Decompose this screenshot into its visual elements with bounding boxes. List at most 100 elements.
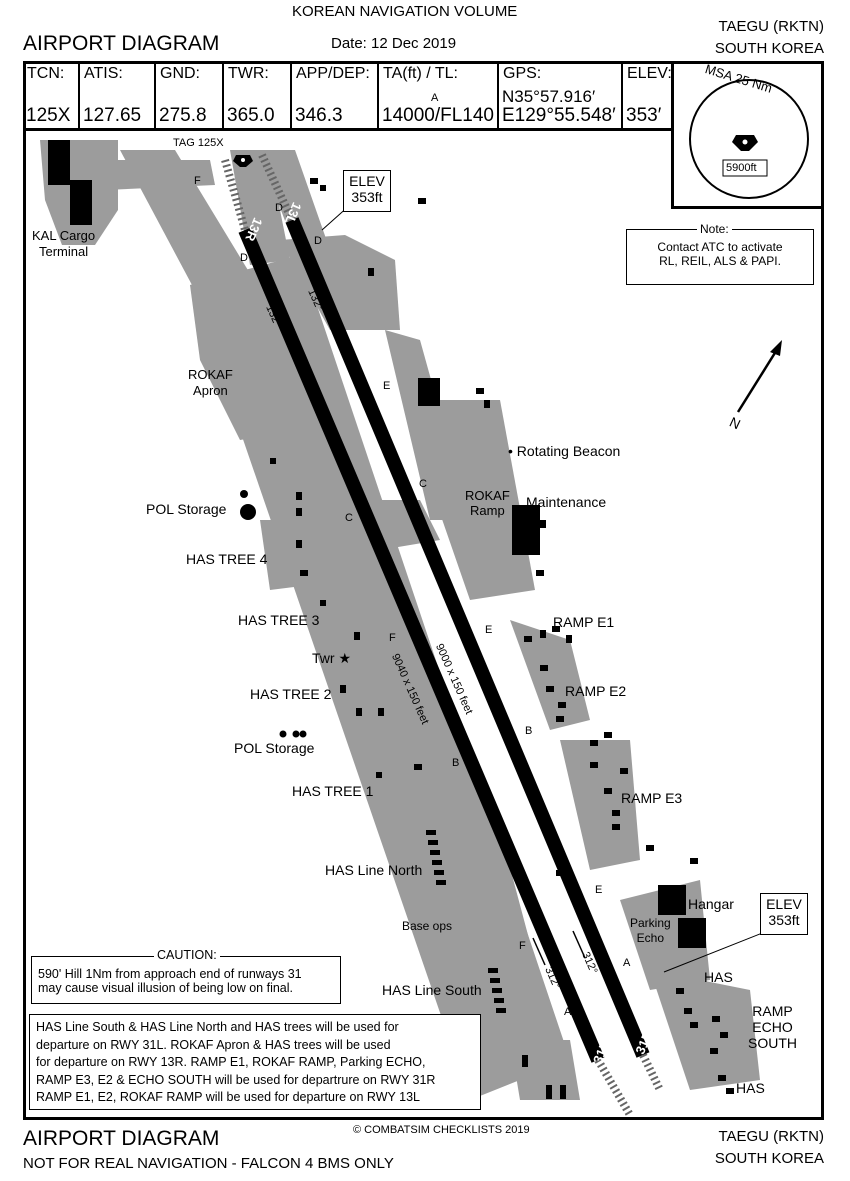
maintenance-label: Maintenance [526,494,607,510]
overrun-31l [594,1057,634,1118]
elev-label: ELEV [766,896,802,912]
label-line: Terminal [38,244,89,259]
volume-title: KOREAN NAVIGATION VOLUME [292,3,518,20]
freq-cell-tcn: TCN: 125X [23,61,80,128]
label-line: ROKAF [188,367,233,382]
taxiway-label: F [389,632,396,644]
ramp-e1-e2 [510,620,590,730]
note-title: Note: [697,222,732,236]
hangar-building [658,885,686,915]
freq-label: TA(ft) / TL: [383,65,458,82]
usage-line-2: departure on RWY 31L. ROKAF Apron & HAS … [36,1037,391,1052]
freq-value: 346.3 [295,105,343,126]
usage-line-4: RAMP E3, E2 & ECHO SOUTH will be used fo… [36,1072,436,1087]
south-end-apron [510,1040,580,1100]
rokaf-ramp-label: ROKAF Ramp [465,488,510,518]
caution-box: CAUTION: 590' Hill 1Nm from approach end… [31,948,341,1004]
hangar-building [418,378,440,406]
taxiway-label: C [419,478,427,490]
runway-13r-31l [238,227,605,1063]
taxiway-label: D [275,202,283,214]
parking-echo-label: Parking Echo [630,916,671,946]
north-arrow-icon [736,340,782,413]
taxiway-label: B [452,757,460,769]
freq-value: 14000/FL140 [382,105,494,126]
ramp-e1-label: RAMP E1 [553,614,615,630]
pavement [40,140,760,1100]
heading-arrows [280,299,586,966]
freq-value: 125X [26,105,71,126]
ramp-e3-label: RAMP E3 [621,790,683,806]
has-label: HAS [736,1080,765,1096]
freq-label: TCN: [27,65,65,82]
pol-tank [299,730,307,738]
usage-box: HAS Line South & HAS Line North and HAS … [29,1014,481,1110]
footer-title: AIRPORT DIAGRAM [23,1127,220,1150]
echo-south [650,970,760,1090]
freq-value: 275.8 [159,105,207,126]
elev-label: ELEV [349,173,385,189]
footer-country: SOUTH KOREA [714,1150,824,1167]
pol-tank [240,504,256,520]
label-line: SOUTH [748,1035,797,1051]
footer-disclaimer: NOT FOR REAL NAVIGATION - FALCON 4 BMS O… [23,1155,394,1172]
taxiway-b [360,760,480,820]
taxiway-label: A [564,1006,572,1018]
cargo-building [70,180,92,225]
freq-value: 365.0 [227,105,275,126]
freq-cell-gnd: GND: 275.8 [156,61,224,128]
maintenance-building [512,505,540,555]
footer-airport: TAEGU (RKTN) [718,1128,824,1145]
taxiway-label: D [314,235,322,247]
gps-lat: N35°57.916′ [502,87,596,106]
runway-13l-31r [285,217,650,1058]
freq-label: TWR: [228,65,269,82]
has-label: HAS [704,969,733,985]
has-shelters [270,178,734,1099]
usage-line-5: RAMP E1, E2, ROKAF RAMP will be used for… [36,1090,420,1104]
label-line: RAMP [752,1003,793,1019]
page-title: AIRPORT DIAGRAM [23,32,220,55]
caution-line-2: may cause visual illusion of being low o… [38,981,293,995]
tacan-label: TAG 125X [173,137,224,149]
caution-line-1: 590' Hill 1Nm from approach end of runwa… [38,967,302,981]
pol-storage-label: POL Storage [234,740,315,756]
usage-line-3: for departure on RWY 13R. RAMP E1, ROKAF… [36,1055,426,1069]
ta-sub: A [431,92,439,104]
pol-tank [240,490,248,498]
taxiway-label: E [595,884,603,896]
elev-box: ELEV 353ft [760,893,808,935]
cargo-connector [95,160,215,190]
label-line: Echo [636,931,665,945]
has-tree-2-label: HAS TREE 2 [250,686,332,702]
msa-circle [689,79,809,199]
rokaf-apron-label: ROKAF Apron [188,367,233,399]
caution-title: CAUTION: [154,948,220,962]
taxiway-label: F [519,940,526,952]
overrun-13l [258,153,296,222]
airport-name: TAEGU (RKTN) [718,18,824,35]
rotating-beacon-label: • Rotating Beacon [508,443,621,459]
overrun-31r [639,1053,664,1092]
tower-label: Twr ★ [312,650,351,666]
note-line-2: RL, REIL, ALS & PAPI. [659,254,781,268]
rokaf-ramp [425,400,535,600]
label-line: Parking [630,916,671,930]
freq-label: GND: [160,65,200,82]
frequency-table: TCN: 125X ATIS: 127.65 GND: 275.8 TWR: 3… [23,61,672,131]
freq-cell-elev: ELEV: 353′ [623,61,672,128]
usage-line-1: HAS Line South & HAS Line North and HAS … [36,1020,399,1034]
tacan-icon [732,135,758,151]
has-tree-3-label: HAS TREE 3 [238,612,320,628]
freq-cell-ta-tl: TA(ft) / TL: A 14000/FL140 [379,61,499,128]
tacan-icon [233,155,253,167]
has-line-area [420,830,540,1000]
label-line: ECHO [752,1019,793,1035]
taxiway-label: D [240,252,248,264]
has-tree-1-label: HAS TREE 1 [292,783,374,799]
freq-cell-atis: ATIS: 127.65 [80,61,156,128]
has-line-south-label: HAS Line South [382,982,482,998]
elev-box: ELEV 353ft [343,170,391,212]
has-tree-4-area [260,520,350,590]
